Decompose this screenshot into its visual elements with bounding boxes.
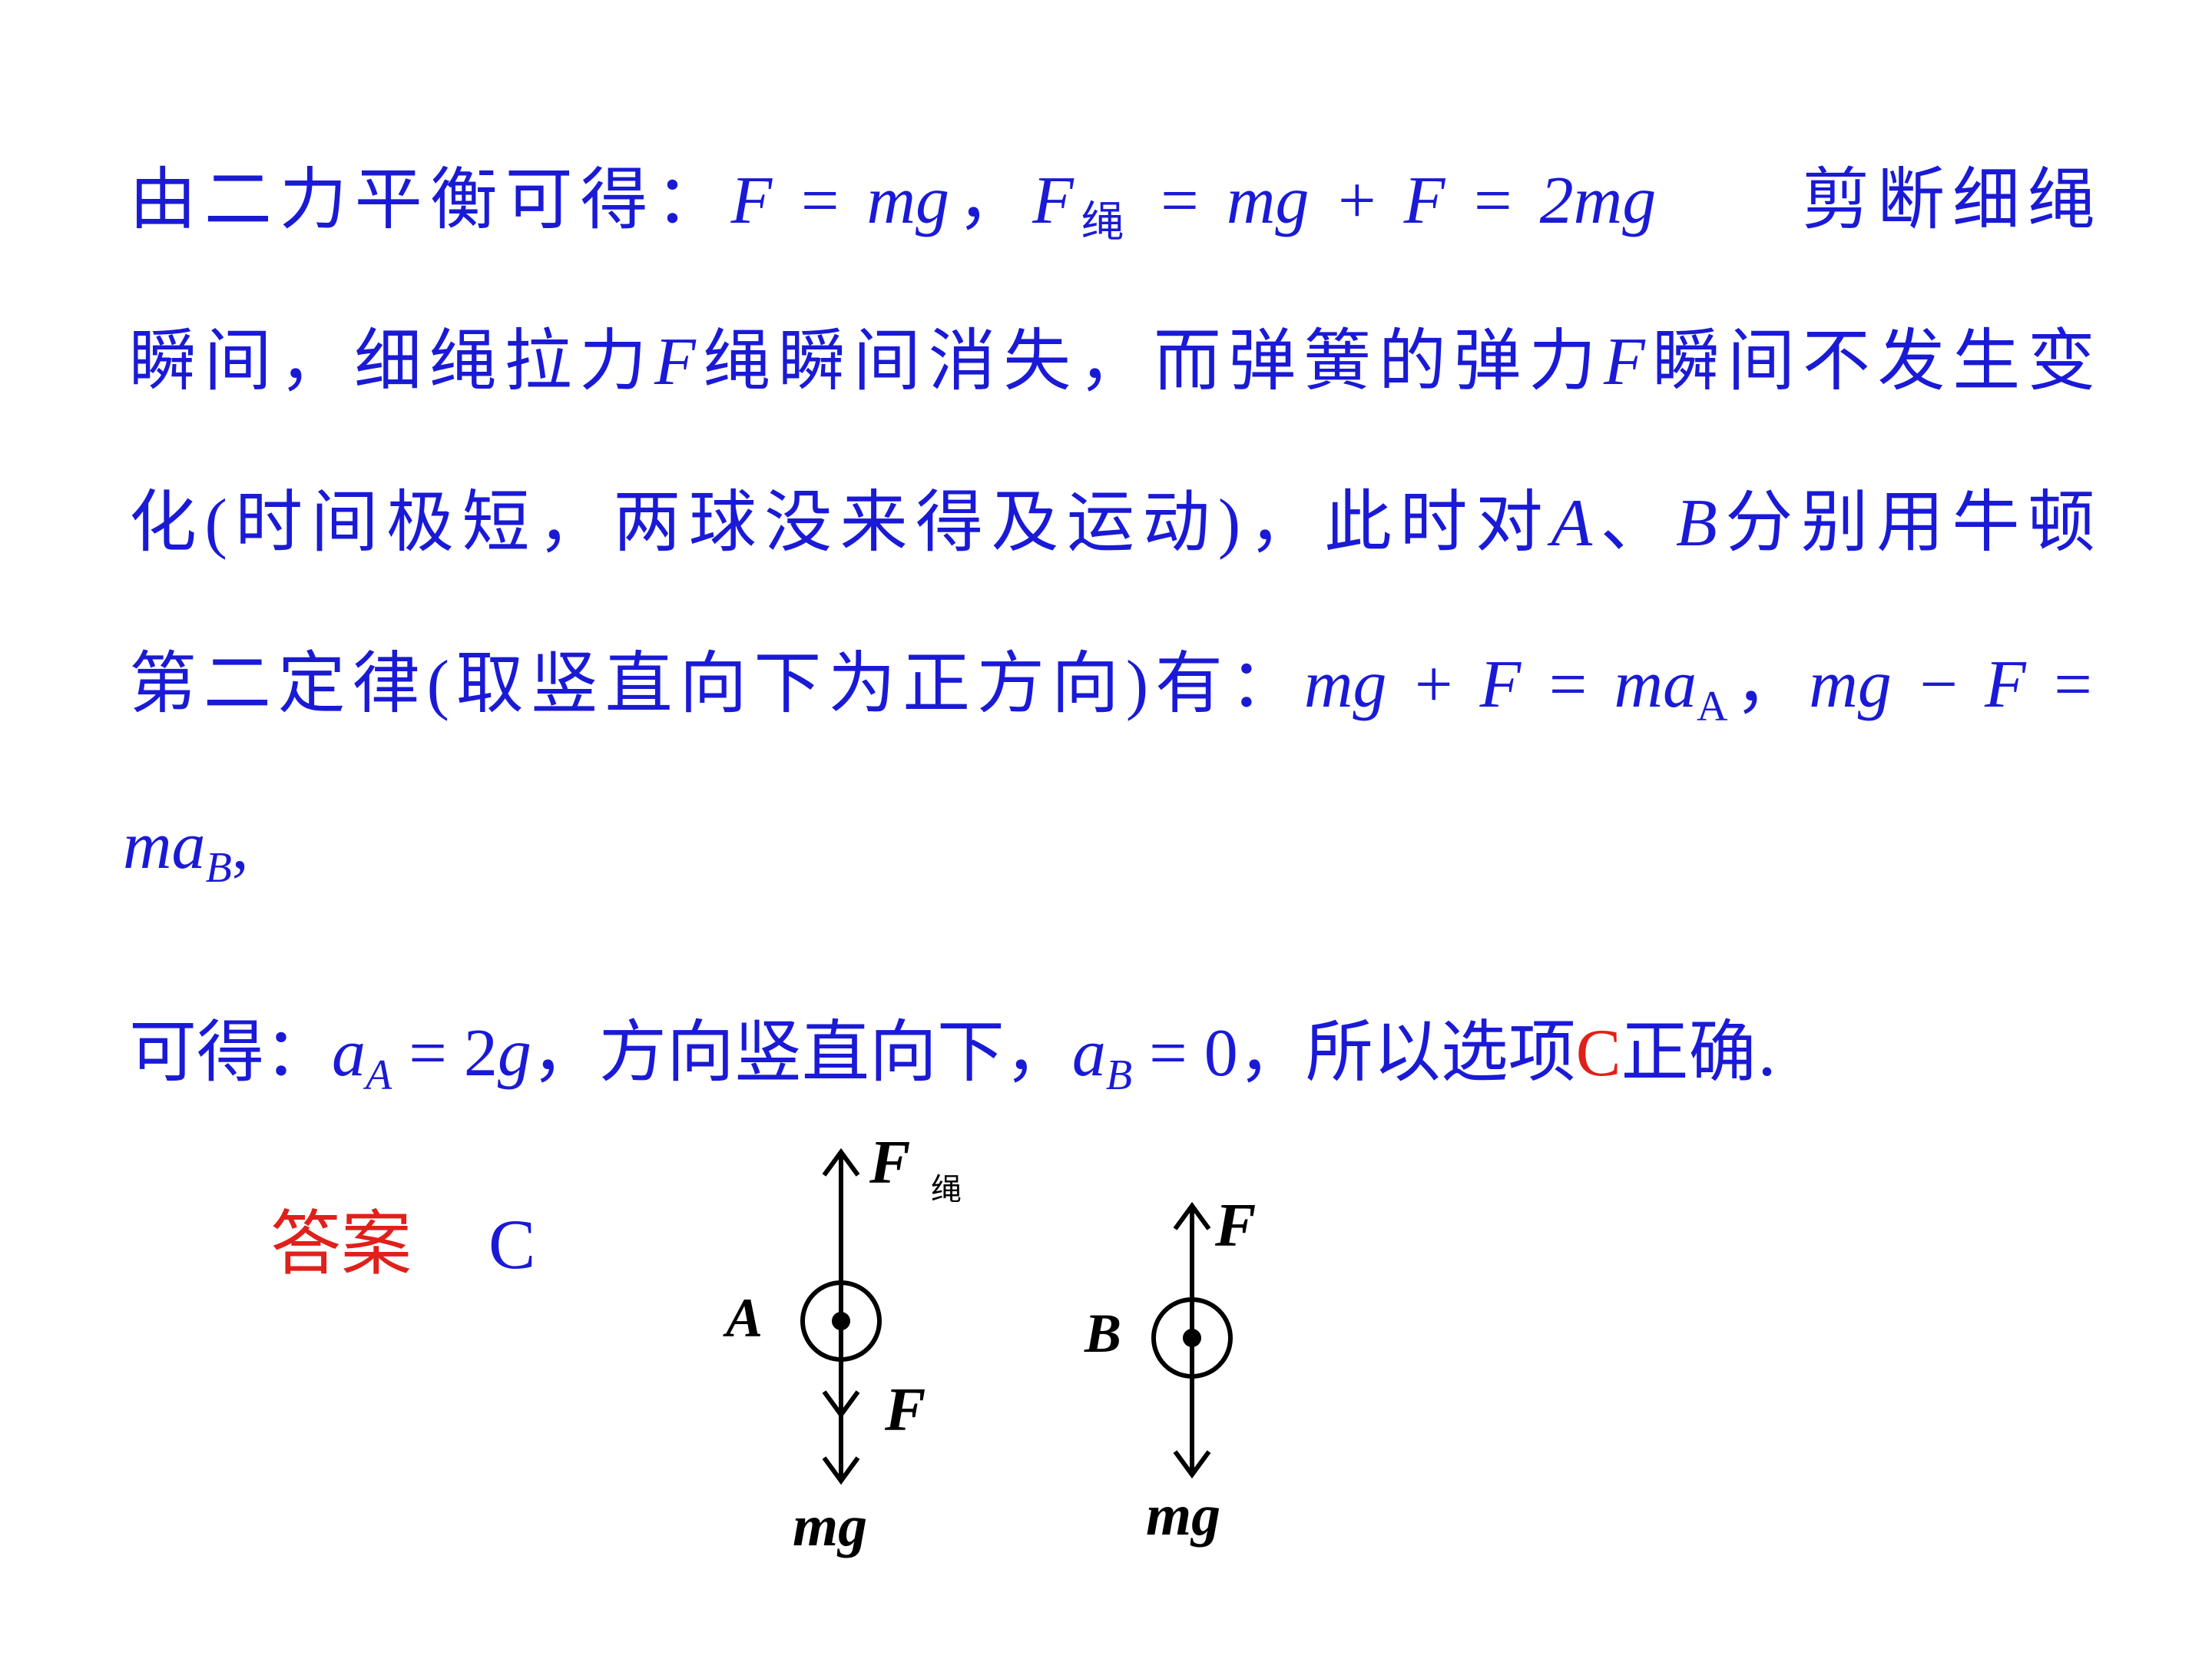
line4-sep: ， [1727, 644, 1810, 723]
text-line-2: 瞬间，细绳拉力F绳瞬间消失，而弹簧的弹力F瞬间不发生变 [129, 315, 2095, 409]
line4-b: 取竖直向下为正方向 [449, 644, 1126, 723]
text-line-1: 由二力平衡可得：F = mg，F绳 = mg + F = 2mg 剪断细绳 [129, 154, 2095, 269]
line6-b: ，方向竖直向下， [531, 1012, 1072, 1091]
label-mg-a: mg [793, 1494, 867, 1558]
text-line-5: maB, [123, 799, 2089, 914]
line2-f1: F [654, 325, 696, 399]
ball-a-center [832, 1312, 850, 1330]
line3-p2: ) [1217, 486, 1241, 561]
line6-v1: = 2 [392, 1016, 498, 1091]
line5-comma: , [231, 809, 249, 883]
line6-a2: a [1071, 1016, 1106, 1091]
line3-B: B [1676, 486, 1717, 561]
arrow-f-b-head [1173, 1201, 1211, 1230]
arrow-mg-a-head [822, 1456, 860, 1485]
text-line-4: 第二定律(取竖直向下为正方向)有：mg + F = maA，mg − F = [129, 637, 2095, 753]
answer: 答案 C [270, 1198, 535, 1290]
arrow-f-rope-head [822, 1147, 860, 1177]
label-f-rope: F [869, 1129, 910, 1197]
line2-a: 瞬间，细绳拉力 [129, 321, 654, 400]
line6-option-c: C [1575, 1016, 1621, 1091]
text-line-3: 化(时间极短，两球没来得及运动)，此时对A、B分别用牛顿 [129, 476, 2095, 570]
line2-c: 瞬间不发生变 [1644, 321, 2095, 400]
line1-lead: 由二力平衡可得： [129, 160, 731, 239]
line6-d: 正确. [1621, 1012, 1778, 1091]
line4-sub1: A [1697, 683, 1728, 730]
ball-a-group: A F 绳 F mg [723, 1129, 962, 1558]
ball-b-center [1183, 1329, 1201, 1347]
line4-eq1: mg + F = ma [1303, 647, 1697, 722]
arrow-mg-b-head [1173, 1450, 1211, 1479]
line6-c: ，所以选项 [1237, 1012, 1576, 1091]
line1-eq2: = mg + F = 2mg [1131, 164, 1657, 238]
line3-c: ，此时对 [1240, 482, 1551, 561]
ball-b-label: B [1084, 1303, 1121, 1364]
arrow-f-a-head [822, 1390, 860, 1419]
line4-p1: ( [426, 647, 449, 722]
line1-eq1: F = mg [730, 164, 950, 238]
ball-a-label: A [723, 1287, 763, 1349]
line4-p2: ) [1125, 647, 1149, 722]
answer-label: 答案 [270, 1203, 412, 1285]
line3-p1: ( [204, 486, 227, 561]
line4-a: 第二定律 [129, 644, 427, 723]
line3-b: 时间极短，两球没来得及运动 [227, 482, 1218, 561]
label-mg-b: mg [1146, 1483, 1220, 1548]
line6-a: 可得： [129, 1012, 333, 1091]
line4-eq2: mg − F = [1809, 647, 2095, 722]
line2-b: 绳瞬间消失，而弹簧的弹力 [695, 321, 1604, 400]
line6-s1: A [366, 1051, 392, 1099]
line4-c: 有： [1148, 644, 1304, 723]
line1-f: F [1031, 164, 1074, 238]
answer-value: C [488, 1205, 536, 1283]
line5-sub: B [205, 844, 232, 892]
ball-b [1151, 1297, 1233, 1379]
line1-tail: 剪断细绳 [1794, 160, 2095, 239]
label-f-rope-sub: 绳 [931, 1172, 962, 1207]
line3-a: 化 [129, 482, 205, 561]
line3-e: 分别用牛顿 [1717, 482, 2095, 561]
ball-b-group: B F mg [1084, 1192, 1256, 1548]
text-line-6: 可得：aA = 2g，方向竖直向下，aB = 0，所以选项C正确. [129, 1006, 2095, 1121]
line6-a1: a [332, 1016, 366, 1091]
line3-A: A [1551, 486, 1593, 561]
line2-f2: F [1603, 325, 1645, 399]
line1-sep: ， [949, 160, 1032, 239]
line5-ma: ma [123, 809, 206, 883]
line6-g: g [497, 1016, 531, 1091]
label-f-b: F [1214, 1192, 1256, 1260]
line6-v2: = 0 [1132, 1016, 1238, 1091]
ball-a [800, 1280, 882, 1362]
line6-s2: B [1105, 1051, 1133, 1099]
line3-d: 、 [1592, 482, 1676, 561]
line1-sub-rope: 绳 [1073, 197, 1132, 247]
label-f-a: F [884, 1376, 926, 1444]
